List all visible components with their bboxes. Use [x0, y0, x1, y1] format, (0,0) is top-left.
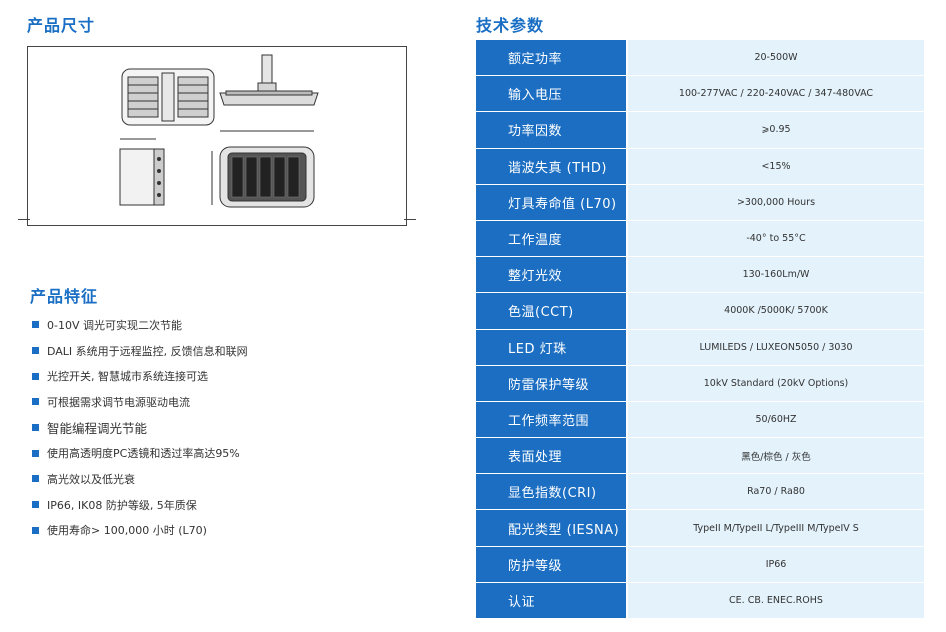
- spec-row: 谐波失真 (THD)<15%: [476, 148, 924, 185]
- spec-label: 灯具寿命值 (L70): [476, 184, 628, 220]
- spec-value: 130-160Lm/W: [628, 257, 924, 293]
- frame-tick-left: [18, 219, 30, 220]
- spec-value: 20-500W: [628, 40, 924, 76]
- feature-item: 智能编程调光节能: [32, 415, 432, 441]
- spec-value: 黑色/棕色 / 灰色: [628, 438, 924, 474]
- spec-label: 工作频率范围: [476, 401, 628, 438]
- spec-value: CE. CB. ENEC.ROHS: [628, 582, 924, 618]
- spec-label: 防护等级: [476, 546, 628, 582]
- bullet-square-icon: [32, 398, 39, 406]
- spec-row: 显色指数(CRI)Ra70 / Ra80: [476, 474, 924, 511]
- spec-value: Ra70 / Ra80: [628, 474, 924, 510]
- spec-label: 功率因数: [476, 112, 628, 148]
- spec-value: 10kV Standard (20kV Options): [628, 365, 924, 401]
- bullet-square-icon: [32, 501, 39, 509]
- spec-row: 表面处理黑色/棕色 / 灰色: [476, 438, 924, 475]
- bullet-square-icon: [32, 424, 39, 432]
- feature-item: 使用寿命> 100,000 小时 (L70): [32, 518, 432, 544]
- spec-row: 工作温度-40° to 55°C: [476, 220, 924, 258]
- spec-label: 显色指数(CRI): [476, 474, 628, 510]
- spec-value: 4000K /5000K/ 5700K: [628, 293, 924, 329]
- dimension-drawing: [18, 46, 416, 226]
- feature-item: 高光效以及低光衰: [32, 466, 432, 492]
- feature-item: IP66, IK08 防护等级, 5年质保: [32, 492, 432, 518]
- spec-label: 配光类型 (IESNA): [476, 510, 628, 546]
- frame-tick-right: [404, 219, 416, 220]
- spec-value: TypeII M/TypeII L/TypeIII M/TypeIV S: [628, 510, 924, 546]
- bullet-square-icon: [32, 475, 39, 483]
- bullet-square-icon: [32, 347, 39, 355]
- lamp-technical-drawing: [119, 54, 319, 208]
- bullet-square-icon: [32, 449, 39, 457]
- feature-item: 可根据需求调节电源驱动电流: [32, 389, 432, 415]
- spec-label: 表面处理: [476, 438, 628, 474]
- spec-label: LED 灯珠: [476, 329, 628, 365]
- spec-value: IP66: [628, 546, 924, 582]
- specs-title: 技术参数: [476, 16, 545, 35]
- spec-value: ⩾0.95: [628, 112, 924, 148]
- spec-label: 谐波失真 (THD): [476, 148, 628, 184]
- features-title: 产品特征: [30, 287, 99, 306]
- spec-value: LUMILEDS / LUXEON5050 / 3030: [628, 329, 924, 365]
- lamp-top-view: [121, 68, 215, 126]
- spec-value: 50/60HZ: [628, 401, 924, 438]
- lamp-front-view: [211, 130, 315, 208]
- spec-label: 额定功率: [476, 40, 628, 76]
- feature-list: 0-10V 调光可实现二次节能 DALI 系统用于远程监控, 反馈信息和联网 光…: [32, 312, 432, 543]
- lamp-end-view: [119, 138, 165, 206]
- spec-row: 色温(CCT)4000K /5000K/ 5700K: [476, 293, 924, 330]
- bullet-square-icon: [32, 321, 39, 329]
- spec-value: -40° to 55°C: [628, 220, 924, 257]
- spec-label: 色温(CCT): [476, 293, 628, 329]
- feature-item: 使用高透明度PC透镜和透过率高达95%: [32, 440, 432, 466]
- spec-row: 功率因数⩾0.95: [476, 112, 924, 149]
- feature-item: DALI 系统用于远程监控, 反馈信息和联网: [32, 338, 432, 364]
- spec-label: 整灯光效: [476, 257, 628, 293]
- spec-label: 防雷保护等级: [476, 365, 628, 401]
- bullet-square-icon: [32, 526, 39, 534]
- spec-row: 灯具寿命值 (L70)>300,000 Hours: [476, 184, 924, 221]
- feature-item: 0-10V 调光可实现二次节能: [32, 312, 432, 338]
- spec-value: <15%: [628, 148, 924, 184]
- lamp-side-view: [219, 54, 319, 106]
- bullet-square-icon: [32, 372, 39, 380]
- spec-label: 工作温度: [476, 220, 628, 257]
- spec-label: 认证: [476, 582, 628, 618]
- dimensions-title: 产品尺寸: [27, 16, 96, 35]
- feature-item: 光控开关, 智慧城市系统连接可选: [32, 363, 432, 389]
- spec-value: 100-277VAC / 220-240VAC / 347-480VAC: [628, 76, 924, 112]
- spec-value: >300,000 Hours: [628, 184, 924, 220]
- spec-label: 输入电压: [476, 76, 628, 112]
- spec-row: 配光类型 (IESNA)TypeII M/TypeII L/TypeIII M/…: [476, 510, 924, 547]
